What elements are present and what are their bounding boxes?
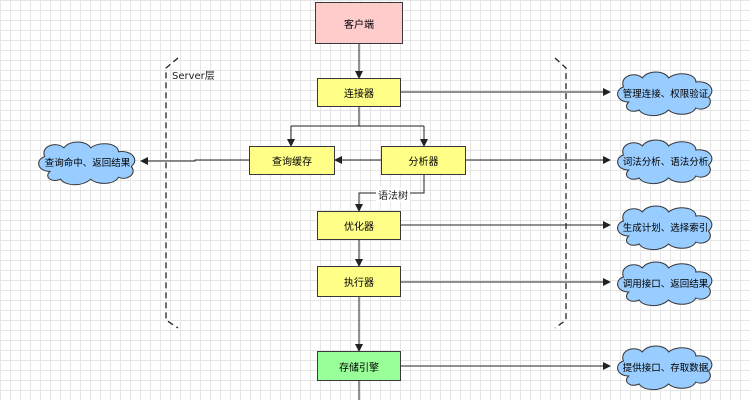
edge-query-cache-result <box>140 157 249 165</box>
query-cache-node[interactable]: 查询缓存 <box>249 146 335 175</box>
cloud-execution-text: 调用接口、返回结果 <box>622 279 709 290</box>
server-layer-bracket-left <box>165 57 179 329</box>
connector-node[interactable]: 连接器 <box>317 78 401 107</box>
server-layer-bracket-right <box>554 57 567 329</box>
syntax-tree-label: 语法树 <box>376 187 410 202</box>
storage-engine-node[interactable]: 存储引擎 <box>317 351 401 381</box>
cloud-storage-text: 提供接口、存取数据 <box>622 363 709 374</box>
cloud-optimization-text: 生成计划、选择索引 <box>622 223 709 234</box>
optimizer-node[interactable]: 优化器 <box>317 211 401 240</box>
cloud-analysis-text: 词法分析、语法分析 <box>622 157 709 168</box>
cloud-cache-hit-text: 查询命中、返回结果 <box>44 158 131 169</box>
server-layer-label: Server层 <box>172 71 215 82</box>
analyzer-node[interactable]: 分析器 <box>381 146 466 175</box>
executor-node[interactable]: 执行器 <box>317 266 401 297</box>
edge-connector-branch <box>291 107 424 127</box>
client-node[interactable]: 客户端 <box>315 2 403 44</box>
cloud-connection-text: 管理连接、权限验证 <box>622 89 709 100</box>
